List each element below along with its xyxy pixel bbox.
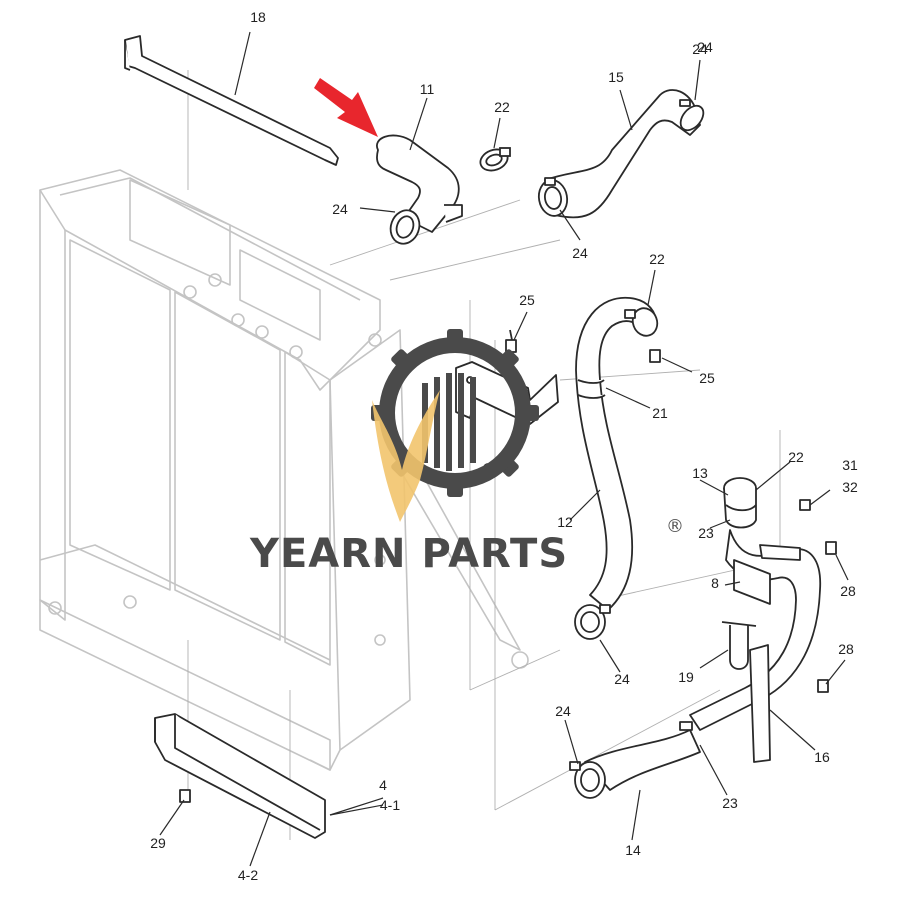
callout-24: 24 [614,671,630,687]
callout-29: 29 [150,835,166,851]
callout-32: 32 [842,479,858,495]
part-16-lower-pipe [689,477,837,763]
callout-22: 22 [788,449,804,465]
callout-22: 22 [649,251,665,267]
callout-14: 14 [625,842,641,858]
watermark-logo: YEARN PARTS ® [249,329,684,577]
callout-8: 8 [711,575,719,591]
part-4-rail [154,713,326,839]
callout-24: 24 [697,39,713,55]
callout-28: 28 [840,583,856,599]
callout-4-1: 4-1 [380,797,400,813]
callout-12: 12 [557,514,573,530]
callout-24: 24 [692,41,708,57]
part-12-long-hose [574,296,659,640]
part-18-bar [124,35,339,166]
callout-24: 24 [555,703,571,719]
radiator-assembly [39,169,529,771]
callout-28: 28 [838,641,854,657]
callout-13: 13 [692,465,708,481]
callout-25: 25 [519,292,535,308]
callout-11: 11 [420,81,435,97]
callout-23: 23 [698,525,714,541]
part-11-elbow-hose [376,134,463,245]
callout-31: 31 [842,457,858,473]
callout-18: 18 [250,9,266,25]
watermark-brand: YEARN PARTS [249,531,568,577]
callout-4-2: 4-2 [238,867,258,883]
leader-lines [159,31,849,867]
callout-16: 16 [814,749,830,765]
pointer-arrow [314,78,378,137]
flame-icon [372,390,440,522]
part-15-s-hose [537,89,705,219]
part-22-clamp-top [479,147,511,172]
registered-mark: ® [666,516,684,537]
part-14-lower-hose [569,721,701,799]
callout-19: 19 [678,669,694,685]
callout-24: 24 [572,245,588,261]
callout-15: 15 [608,69,624,85]
gear-icon [371,329,539,497]
callout-24: 24 [332,201,348,217]
callout-22: 22 [494,99,510,115]
callout-21: 21 [652,405,668,421]
callout-23: 23 [722,795,738,811]
callout-4: 4 [379,777,387,793]
callout-25: 25 [699,370,715,386]
